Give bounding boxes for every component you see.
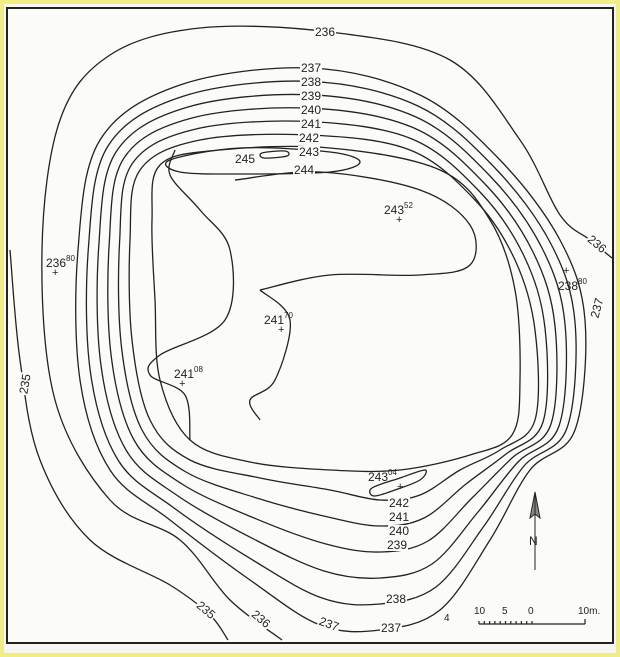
corner-mark: 4 (444, 613, 450, 624)
scale-bar (478, 619, 586, 625)
contour-242 (128, 133, 540, 501)
contour-label: 238 (385, 592, 408, 606)
contour-238 (85, 80, 577, 606)
contour-236 (41, 25, 613, 641)
scale-tick-label: 0 (528, 606, 534, 617)
contour-245 (259, 150, 290, 159)
spot-height: 24304+ (368, 468, 404, 493)
contour-239 (96, 93, 568, 579)
contour-244 (165, 147, 361, 175)
spot-cross-icon: + (179, 378, 186, 390)
contour-243-small (369, 469, 427, 497)
contour-label: 236 (314, 25, 337, 39)
contour-label: 235 (16, 372, 34, 396)
contour-label: 238 (300, 75, 323, 89)
contour-240 (107, 107, 558, 553)
contour-label: 239 (386, 538, 409, 552)
spot-cross-icon: + (396, 214, 403, 226)
spot-height: 23680+ (46, 254, 75, 279)
contour-237 (75, 67, 587, 633)
contour-label: 242 (298, 131, 321, 145)
spot-height: 23880+ (558, 265, 587, 293)
spot-cross-icon: + (397, 481, 404, 493)
contour-depression-north (234, 171, 477, 291)
spot-cross-icon: + (563, 265, 570, 277)
north-arrow-icon (529, 491, 541, 570)
contour-label: 240 (388, 524, 411, 538)
scale-tick-label: 10 (474, 606, 486, 617)
spot-height: 24170+ (264, 311, 293, 336)
contour-depression-center (248, 289, 291, 421)
contour-label: 243 (298, 145, 321, 159)
contour-label: 237 (300, 61, 323, 75)
spot-cross-icon: + (278, 324, 285, 336)
contour-label: 237 (380, 621, 403, 635)
contour-label: 242 (388, 496, 411, 510)
north-label: N (529, 534, 538, 548)
contour-241 (117, 120, 549, 527)
contour-label: 239 (300, 89, 323, 103)
contour-label: 241 (300, 117, 323, 131)
contour-243 (151, 145, 521, 473)
contour-label: 245 (234, 152, 257, 166)
scale-tick-label: 10m. (578, 606, 601, 617)
scale-tick-label: 5 (502, 606, 508, 617)
contour-label: 240 (300, 103, 323, 117)
contour-label: 241 (388, 510, 411, 524)
contour-depression-west (147, 149, 235, 441)
spot-height: 24108+ (174, 365, 203, 390)
spot-height: 24352+ (384, 201, 413, 226)
spot-cross-icon: + (52, 267, 59, 279)
contour-label: 244 (293, 163, 316, 177)
